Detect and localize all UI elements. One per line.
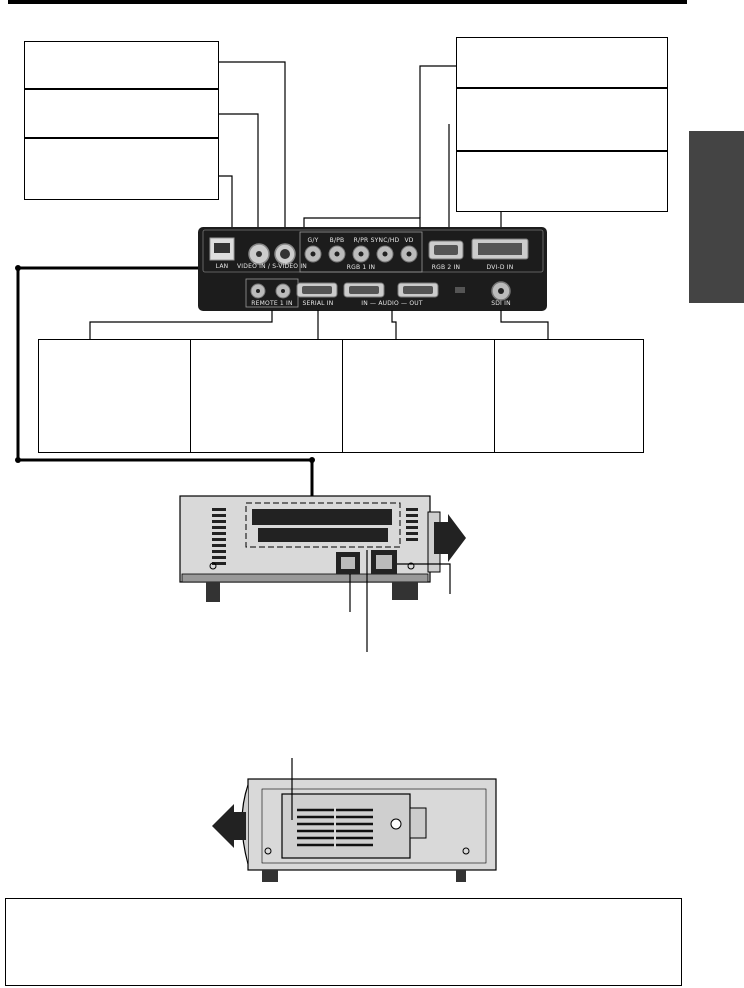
rgb1-jack-label-3: R/PR xyxy=(354,237,369,244)
callout-box-top-left-1 xyxy=(24,41,219,89)
remote2-in-out-label: IN — AUDIO — OUT xyxy=(361,300,423,307)
callout-box-mid-1 xyxy=(38,339,191,453)
dvi-d-in-label: DVI-D IN xyxy=(487,264,514,271)
callout-box-mid-2 xyxy=(190,339,343,453)
callout-box-top-right-3 xyxy=(456,151,668,212)
serial-in-label: SERIAL IN xyxy=(303,300,334,307)
rgb2-in-label: RGB 2 IN xyxy=(432,264,460,271)
sdi-in-label: SDI IN xyxy=(491,300,511,307)
top-rule xyxy=(8,0,687,4)
callout-box-mid-3 xyxy=(342,339,495,453)
rgb1-jack-label-5: VD xyxy=(404,237,413,244)
exhaust-arrow-icon xyxy=(434,514,466,562)
leader-lines-rear xyxy=(349,550,451,652)
leader-lines-mid xyxy=(89,310,549,339)
video-in-label: VIDEO IN / S-VIDEO IN xyxy=(237,263,307,270)
remote-in-label: REMOTE 1 IN xyxy=(251,300,292,307)
callout-box-top-right-1 xyxy=(456,37,668,88)
rgb1-jack-label-1: G/Y xyxy=(308,237,319,244)
leader-lines-top-left xyxy=(219,61,286,240)
intake-arrow-icon xyxy=(212,804,246,848)
lan-label: LAN xyxy=(216,263,229,270)
note-box xyxy=(5,898,682,986)
rgb1-bnc-jacks: G/Y B/PB R/PR SYNC/HD VD RGB 1 IN xyxy=(299,231,423,273)
projector-side-view xyxy=(241,778,497,882)
section-tab xyxy=(689,131,744,303)
connector-panel: LAN VIDEO IN / S-VIDEO IN G/Y B/PB R/PR … xyxy=(198,227,547,311)
leader-lines-top-right xyxy=(303,65,502,236)
projector-rear-view xyxy=(179,495,441,602)
callout-box-mid-4 xyxy=(494,339,644,453)
callout-box-top-left-3 xyxy=(24,138,219,200)
callout-box-top-right-2 xyxy=(456,88,668,151)
rgb1-in-label: RGB 1 IN xyxy=(347,264,375,271)
rgb1-jack-label-4: SYNC/HD xyxy=(371,237,400,244)
callout-box-top-left-2 xyxy=(24,89,219,138)
rgb1-jack-label-2: B/PB xyxy=(330,237,345,244)
